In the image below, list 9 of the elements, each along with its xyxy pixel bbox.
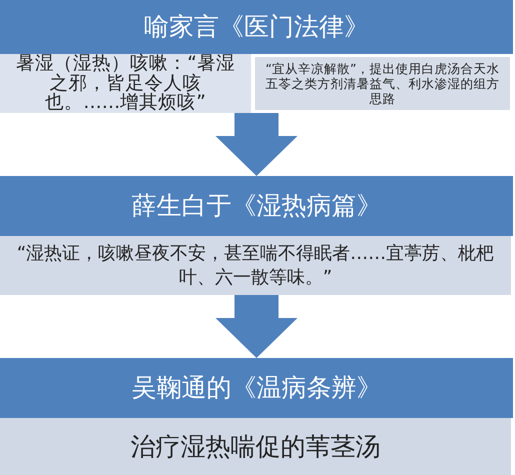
note-box: “宜从辛凉解散”，提出使用白虎汤合天水五苓之类方剂清暑益气、利水渗湿的组方思路 <box>255 57 510 110</box>
title-bar: 薛生白于《湿热病篇》 <box>0 176 513 236</box>
arrow <box>216 295 298 358</box>
title-bar: 喻家言《医门法律》 <box>0 0 513 54</box>
arrow <box>216 113 298 176</box>
text-box: 治疗湿热喘促的苇茎汤 <box>0 418 511 475</box>
title-bar: 吴鞠通的《温病条辨》 <box>0 358 513 418</box>
quote-box: “湿热证，咳嗽昼夜不安，甚至喘不得眠者……宜葶苈、枇杷叶、六一散等味。” <box>0 236 511 295</box>
quote-box: 暑湿（湿热）咳嗽：“暑湿之邪，皆足令人咳也。……增其烦咳” <box>0 54 251 113</box>
